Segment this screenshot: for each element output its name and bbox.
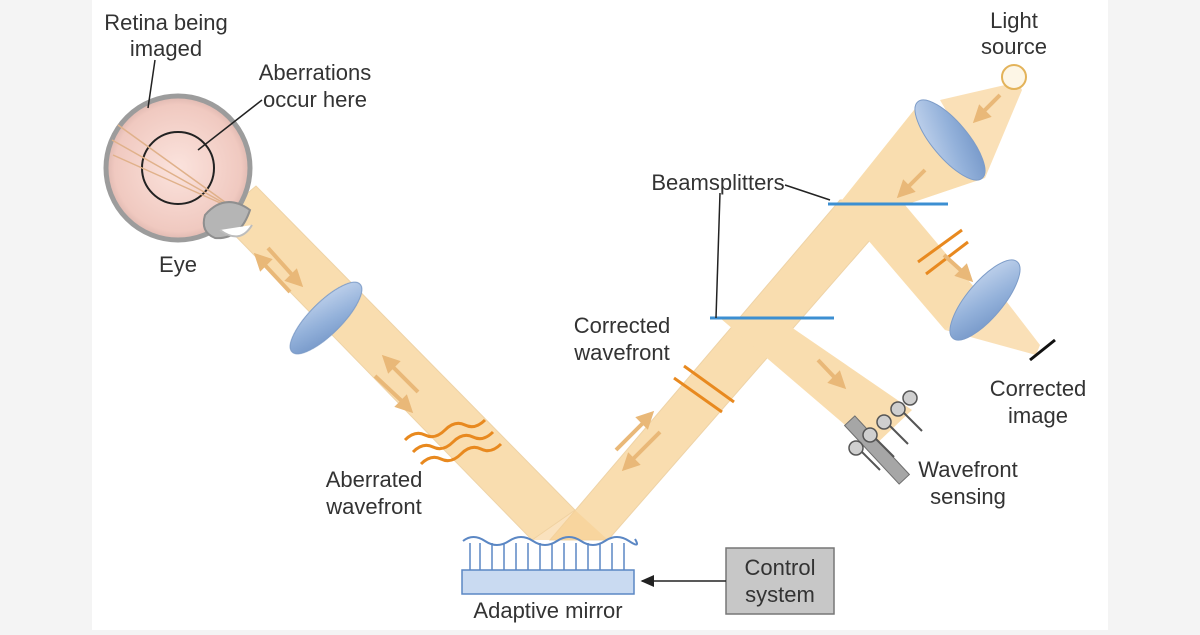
label-corrected-wf-line1: Corrected [574,313,671,338]
label-control-line1: Control [745,555,816,580]
label-retina-line1: Retina being [104,10,228,35]
flow-arrows [253,93,1002,472]
wavefront-sensor-icon [843,390,923,485]
beam-source-to-splitter [838,100,985,205]
aberrated-wavefront-icon [403,418,503,466]
lens-icon [914,99,986,181]
leader-aberrations [197,99,263,151]
leader-retina [147,59,156,109]
label-light-line1: Light [990,8,1038,33]
label-corrected-img-line2: image [1008,403,1068,428]
beam-to-sensor [720,318,912,448]
adaptive-mirror-icon [461,536,638,595]
eye-icon [103,93,253,243]
label-beamsplitters: Beamsplitters [651,170,784,195]
leader-beamsplitters-b [715,192,721,319]
label-aberrated-line1: Aberrated [326,467,423,492]
label-sensing-line2: sensing [930,484,1006,509]
beam-light-source [940,82,1022,178]
label-sensing-line1: Wavefront [918,457,1017,482]
light-source-icon [1001,64,1027,90]
label-corrected-wf-line2: wavefront [573,340,669,365]
beam-to-image [838,205,985,330]
label-aberrations-line1: Aberrations [259,60,372,85]
label-control-line2: system [745,582,815,607]
label-adaptive-mirror: Adaptive mirror [473,598,622,623]
corrected-wavefront-icon [673,364,735,414]
label-retina-line2: imaged [130,36,202,61]
label-corrected-img-line1: Corrected [990,376,1087,401]
label-eye: Eye [159,252,197,277]
label-aberrated-line2: wavefront [325,494,421,519]
leader-beamsplitters-a [784,184,831,201]
image-detector-icon [1029,338,1056,362]
label-aberrations-line2: occur here [263,87,367,112]
beam-overlap [532,510,608,540]
control-system-box [725,547,835,615]
lens-icon [289,281,363,355]
label-light-line2: source [981,34,1047,59]
lens-icon [949,259,1021,341]
